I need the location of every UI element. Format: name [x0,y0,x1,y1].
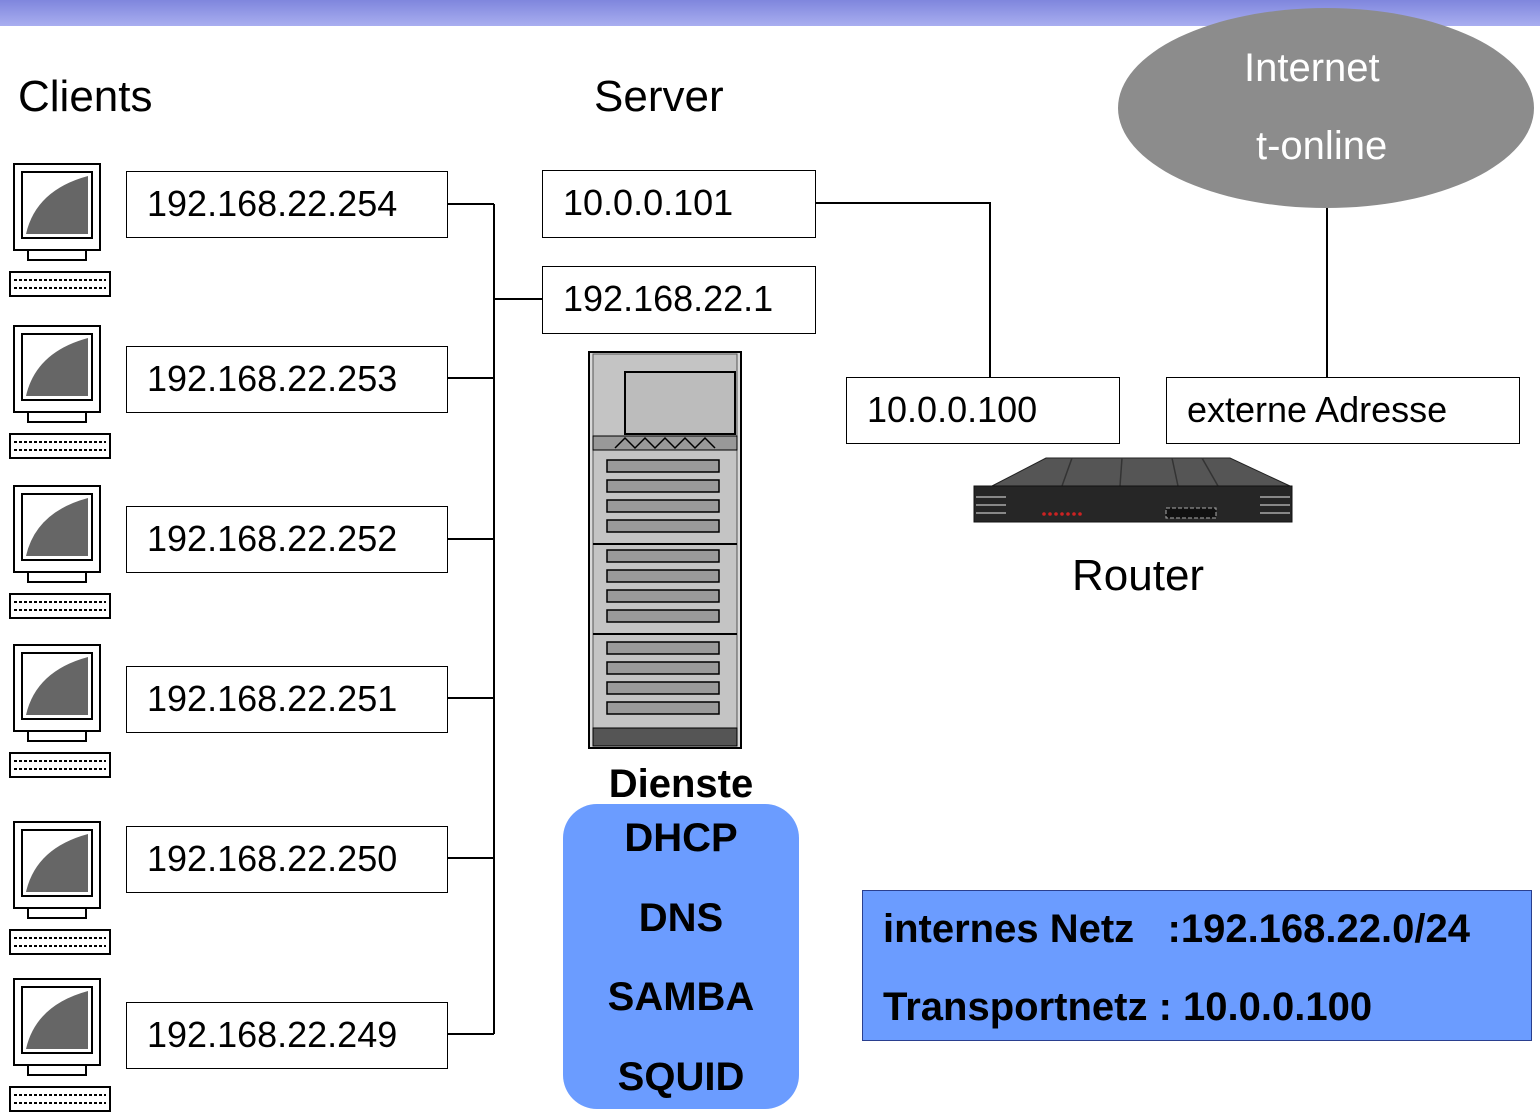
server-internal-ip-box: 192.168.22.1 [542,266,816,334]
server-heading: Server [594,72,724,121]
internet-cloud [1118,8,1534,208]
provider-label: t-online [1256,124,1388,168]
computer-icon [9,821,111,955]
service-item: DHCP [624,816,738,860]
router-external-ip-box: externe Adresse [1166,377,1520,444]
client-ip-box: 192.168.22.253 [126,346,448,413]
services-panel [563,804,799,1109]
computer-icon [9,325,111,459]
server-tower-icon [588,351,742,749]
client-ip-box: 192.168.22.251 [126,666,448,733]
transport-network-info: Transportnetz : 10.0.0.100 [883,985,1373,1029]
computer-icon [9,163,111,297]
router-internal-ip-box: 10.0.0.100 [846,377,1120,444]
client-ip-box: 192.168.22.252 [126,506,448,573]
service-item: SAMBA [607,975,755,1019]
computer-icon [9,485,111,619]
service-item: SQUID [617,1055,745,1099]
service-item: DNS [638,896,724,940]
services-title: Dienste [608,762,754,806]
server-external-ip-box: 10.0.0.101 [542,170,816,238]
router-heading: Router [1072,551,1205,600]
internet-label: Internet [1244,46,1380,90]
clients-heading: Clients [18,72,153,121]
client-ip-box: 192.168.22.250 [126,826,448,893]
client-ip-box: 192.168.22.249 [126,1002,448,1069]
network-info-box: internes Netz :192.168.22.0/24 Transport… [862,890,1532,1041]
internal-network-info: internes Netz :192.168.22.0/24 [883,907,1470,951]
computer-icon [9,978,111,1112]
client-ip-box: 192.168.22.254 [126,171,448,238]
computer-icon [9,644,111,778]
router-icon [973,457,1293,523]
